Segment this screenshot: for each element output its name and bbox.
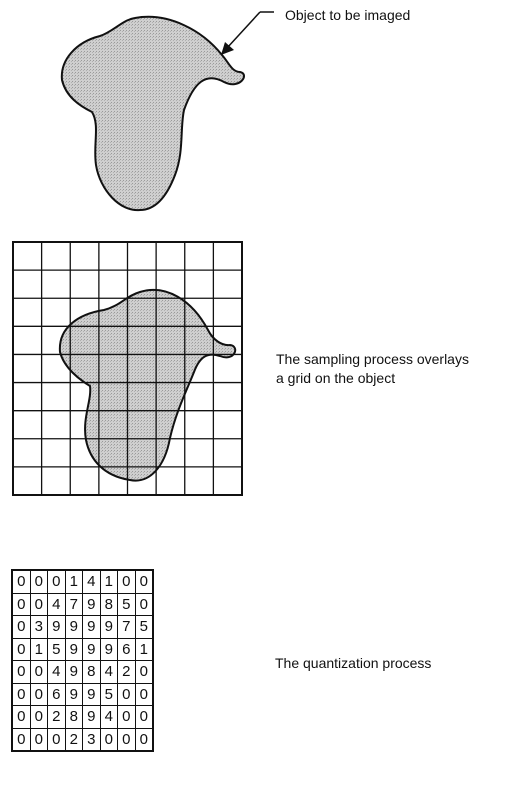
quant-cell: 5 <box>118 593 136 616</box>
quant-cell: 0 <box>30 728 48 751</box>
object-blob <box>62 17 244 210</box>
quant-cell: 0 <box>12 616 30 639</box>
quant-cell: 9 <box>48 616 66 639</box>
quant-cell: 0 <box>30 593 48 616</box>
sampled-object-blob <box>60 290 235 481</box>
quant-cell: 9 <box>65 683 83 706</box>
quant-cell: 0 <box>118 570 136 593</box>
quant-cell: 0 <box>12 706 30 729</box>
quantization-label: The quantization process <box>275 654 431 672</box>
quant-cell: 0 <box>100 728 118 751</box>
quant-cell: 5 <box>100 683 118 706</box>
quant-cell: 4 <box>100 661 118 684</box>
quant-cell: 0 <box>135 706 153 729</box>
quant-cell: 0 <box>12 683 30 706</box>
quant-cell: 6 <box>118 638 136 661</box>
quant-cell: 0 <box>135 661 153 684</box>
quant-cell: 9 <box>83 683 101 706</box>
quant-cell: 9 <box>65 661 83 684</box>
quant-cell: 2 <box>118 661 136 684</box>
quant-cell: 5 <box>135 616 153 639</box>
quant-cell: 9 <box>83 706 101 729</box>
quant-cell: 0 <box>12 728 30 751</box>
quant-cell: 0 <box>135 683 153 706</box>
quant-cell: 7 <box>65 593 83 616</box>
sampling-label: The sampling process overlays a grid on … <box>276 350 469 388</box>
quant-cell: 5 <box>48 638 66 661</box>
quant-cell: 0 <box>12 638 30 661</box>
quant-cell: 6 <box>48 683 66 706</box>
quant-cell: 0 <box>12 593 30 616</box>
sampling-label-line2: a grid on the object <box>276 369 469 388</box>
quant-cell: 1 <box>30 638 48 661</box>
quant-cell: 9 <box>83 593 101 616</box>
quant-cell: 3 <box>30 616 48 639</box>
quant-cell: 1 <box>100 570 118 593</box>
quant-cell: 1 <box>65 570 83 593</box>
quant-cell: 0 <box>30 570 48 593</box>
quant-cell: 0 <box>30 706 48 729</box>
quant-cell: 9 <box>65 638 83 661</box>
quant-cell: 9 <box>100 638 118 661</box>
quant-cell: 4 <box>100 706 118 729</box>
quant-cell: 0 <box>12 570 30 593</box>
quant-cell: 9 <box>100 616 118 639</box>
pointer-arrow <box>221 12 274 55</box>
quant-cell: 0 <box>135 593 153 616</box>
sampling-grid <box>13 242 242 495</box>
object-label: Object to be imaged <box>285 6 410 24</box>
quant-cell: 7 <box>118 616 136 639</box>
quant-cell: 0 <box>48 728 66 751</box>
sampling-figure <box>13 242 242 495</box>
quant-cell: 3 <box>83 728 101 751</box>
quant-cell: 0 <box>48 570 66 593</box>
quant-cell: 0 <box>12 661 30 684</box>
quant-cell: 0 <box>118 728 136 751</box>
quant-cell: 2 <box>48 706 66 729</box>
quant-cell: 0 <box>30 661 48 684</box>
quant-cell: 9 <box>65 616 83 639</box>
quant-cell: 0 <box>118 683 136 706</box>
quant-cell: 8 <box>83 661 101 684</box>
sampling-label-line1: The sampling process overlays <box>276 350 469 369</box>
quant-cell: 8 <box>65 706 83 729</box>
quant-cell: 0 <box>30 683 48 706</box>
quant-cell: 9 <box>83 616 101 639</box>
quant-cell: 2 <box>65 728 83 751</box>
quant-cell: 0 <box>118 706 136 729</box>
quant-cell: 0 <box>135 728 153 751</box>
quant-cell: 8 <box>100 593 118 616</box>
quant-cell: 4 <box>48 593 66 616</box>
quant-cell: 9 <box>83 638 101 661</box>
quant-cell: 0 <box>135 570 153 593</box>
quant-cell: 1 <box>135 638 153 661</box>
quant-cell: 4 <box>48 661 66 684</box>
quant-cell: 4 <box>83 570 101 593</box>
